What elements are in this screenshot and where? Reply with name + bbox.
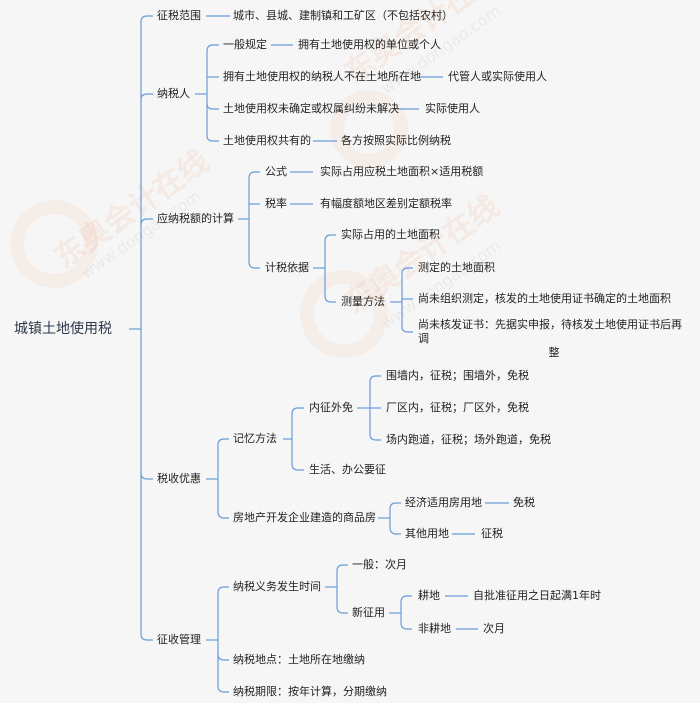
- node-formula-value[interactable]: 实际占用应税土地面积×适用税额: [320, 165, 484, 178]
- node-office[interactable]: 生活、办公要征: [309, 463, 386, 476]
- node-administration[interactable]: 征收管理: [157, 633, 201, 646]
- node-measure-item[interactable]: 尚未组织测定，核发的土地使用证书确定的土地面积: [418, 292, 671, 305]
- node-memory[interactable]: 记忆方法: [233, 432, 277, 445]
- node-period[interactable]: 纳税期限：按年计算，分期缴纳: [233, 685, 387, 698]
- node-inner[interactable]: 内征外免: [309, 401, 353, 414]
- node-other-land[interactable]: 其他用地: [405, 527, 449, 540]
- node-inner-item[interactable]: 场内跑道，征税；场外跑道，免税: [386, 433, 551, 446]
- node-taxpayer-absent-value[interactable]: 代管人或实际使用人: [448, 70, 547, 83]
- node-inner-item[interactable]: 厂区内，征税；厂区外，免税: [386, 401, 529, 414]
- node-inner-item[interactable]: 围墙内，征税；围墙外，免税: [386, 369, 529, 382]
- node-taxpayer-general[interactable]: 一般规定: [223, 38, 267, 51]
- node-taxpayer-undetermined-value[interactable]: 实际使用人: [425, 102, 480, 115]
- node-taxpayer[interactable]: 纳税人: [157, 87, 190, 100]
- node-scope-value[interactable]: 城市、县城、建制镇和工矿区（不包括农村）: [233, 9, 453, 22]
- node-taxpayer-general-value[interactable]: 拥有土地使用权的单位或个人: [298, 38, 441, 51]
- node-taxpayer-shared-value[interactable]: 各方按照实际比例纳税: [341, 134, 451, 147]
- node-formula[interactable]: 公式: [265, 165, 287, 178]
- node-nonarable[interactable]: 非耕地: [418, 622, 451, 635]
- node-rate[interactable]: 税率: [265, 197, 287, 210]
- node-basis-actual[interactable]: 实际占用的土地面积: [341, 228, 440, 241]
- node-preferential[interactable]: 税收优惠: [157, 472, 201, 485]
- node-scope[interactable]: 征税范围: [157, 9, 201, 22]
- watermark-url: www.dongao.com: [77, 186, 205, 283]
- node-other-land-value[interactable]: 征税: [481, 527, 503, 540]
- node-measure[interactable]: 测量方法: [341, 295, 385, 308]
- node-measure-item-line1: 尚未核发证书：先据实申报，待核发土地使用证书后再调: [418, 318, 682, 345]
- node-affordable-value[interactable]: 免税: [513, 496, 535, 509]
- node-affordable[interactable]: 经济适用房用地: [405, 496, 482, 509]
- node-place[interactable]: 纳税地点：土地所在地缴纳: [233, 653, 365, 666]
- watermark-logo: [10, 200, 98, 288]
- node-calculation[interactable]: 应纳税额的计算: [157, 212, 234, 225]
- node-timing-general[interactable]: 一般：次月: [352, 558, 407, 571]
- node-newly[interactable]: 新征用: [352, 606, 385, 619]
- node-realestate[interactable]: 房地产开发企业建造的商品房: [233, 511, 376, 524]
- root-node[interactable]: 城镇土地使用税: [14, 321, 112, 337]
- node-taxpayer-shared[interactable]: 土地使用权共有的: [223, 134, 311, 147]
- node-nonarable-value[interactable]: 次月: [483, 622, 505, 635]
- node-timing[interactable]: 纳税义务发生时间: [233, 580, 321, 593]
- node-basis[interactable]: 计税依据: [265, 261, 309, 274]
- node-taxpayer-absent[interactable]: 拥有土地使用权的纳税人不在土地所在地: [223, 70, 421, 83]
- node-rate-value[interactable]: 有幅度额地区差别定额税率: [320, 197, 452, 210]
- watermark-logo: [300, 270, 388, 358]
- watermark-brand: 东奥会计在线: [48, 143, 216, 276]
- node-arable[interactable]: 耕地: [418, 589, 440, 602]
- node-measure-item-line2: 整: [548, 346, 560, 359]
- node-measure-item[interactable]: 尚未核发证书：先据实申报，待核发土地使用证书后再调 整: [418, 318, 690, 360]
- node-taxpayer-undetermined[interactable]: 土地使用权未确定或权属纠纷未解决: [223, 102, 399, 115]
- node-measure-item[interactable]: 测定的土地面积: [418, 261, 495, 274]
- node-arable-value[interactable]: 自批准征用之日起满1年时: [473, 589, 601, 602]
